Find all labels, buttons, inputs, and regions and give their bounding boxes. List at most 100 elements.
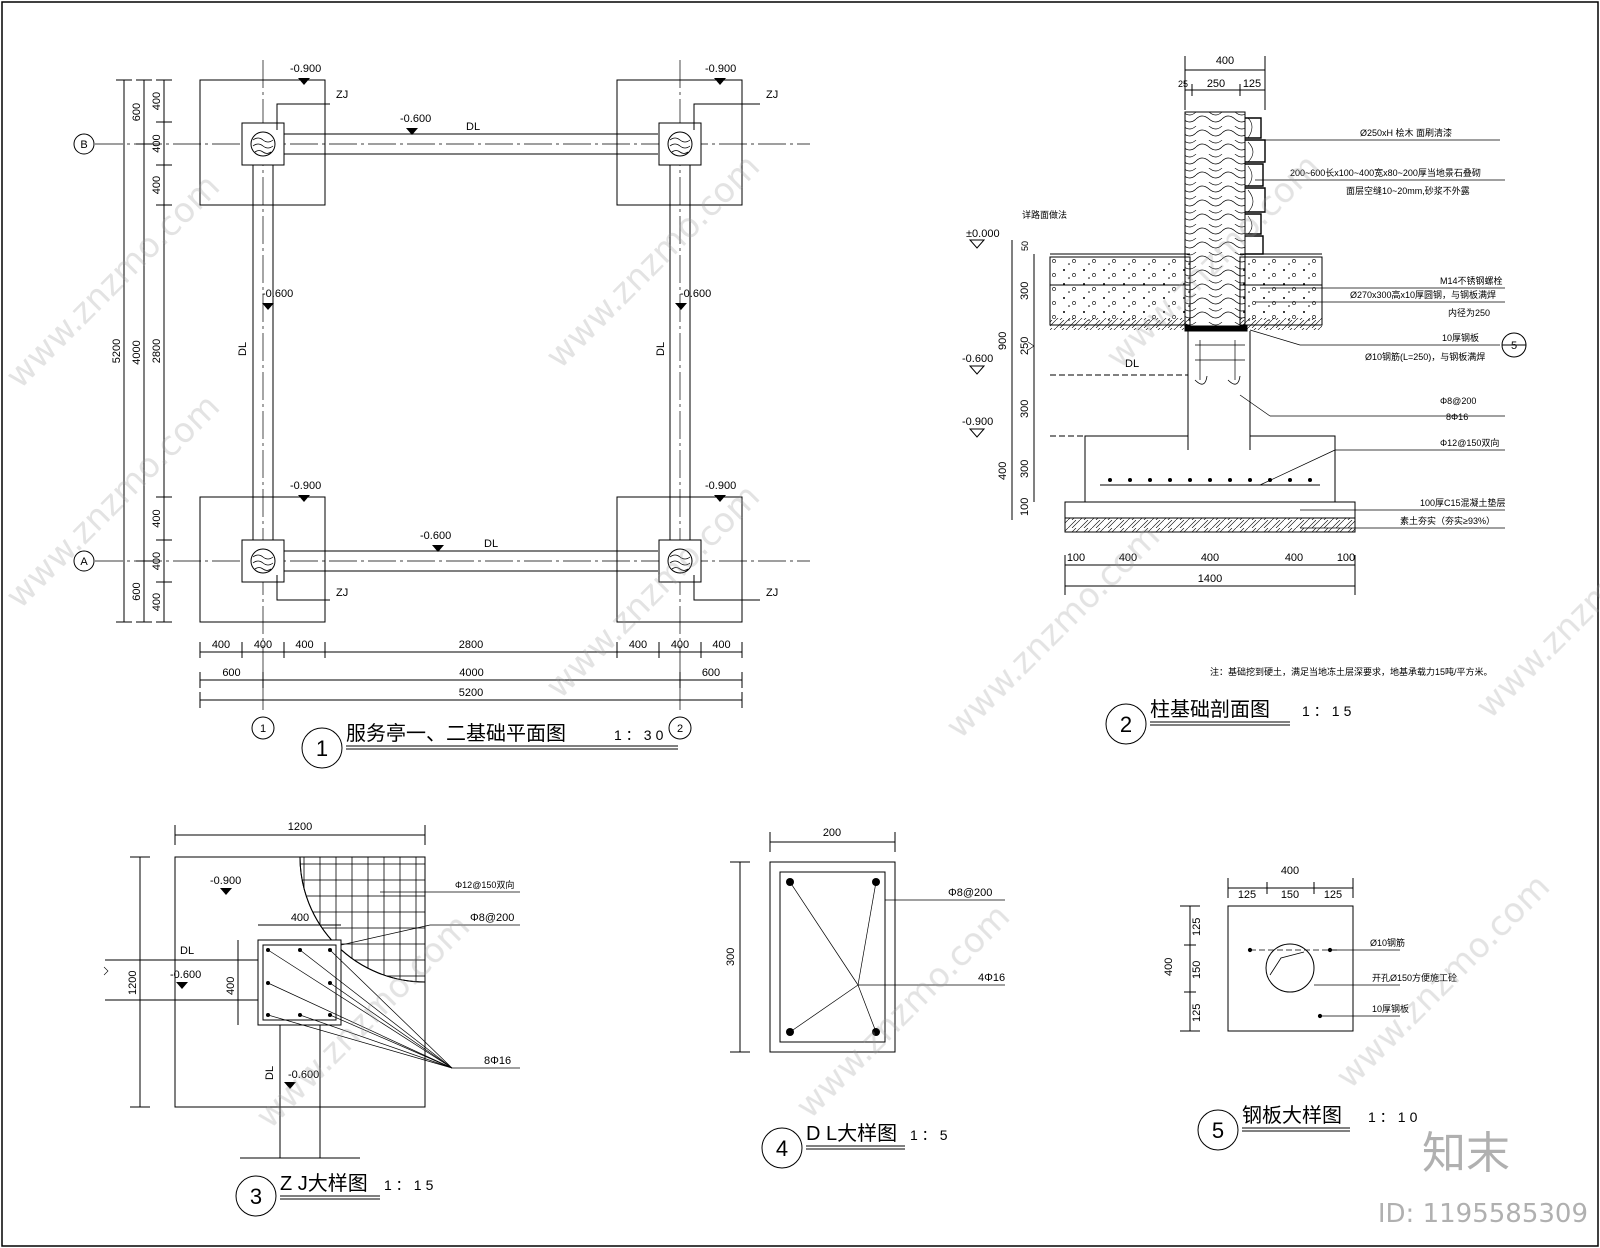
- dl-left-dim: 300: [725, 948, 737, 966]
- axis-b-label: B: [80, 139, 87, 151]
- footing-pad: [199, 79, 326, 206]
- dl-callout: 4Φ16: [978, 972, 1005, 984]
- axis-bubble-2: [668, 716, 692, 740]
- plan-dim-left: 4000: [131, 340, 143, 364]
- section-dl-label: DL: [1125, 358, 1139, 370]
- section-left-dim: 50: [1020, 241, 1030, 251]
- plan-dim-left: 400: [151, 92, 163, 110]
- elev-label: -0.900: [290, 63, 321, 75]
- axis-bubble-1: [251, 716, 275, 740]
- axis-2-label: 2: [677, 723, 683, 735]
- plan-bottom-ticks: [199, 642, 743, 708]
- section-bottom-dim: 400: [1119, 552, 1137, 564]
- plan-dim-bottom: 2800: [459, 639, 483, 651]
- section-note: 注：基础挖到硬土，满足当地冻土层深要求，地基承载力15吨/平方米。: [1210, 666, 1493, 677]
- plan-view: [95, 60, 810, 710]
- axis-a-label: A: [80, 556, 88, 568]
- section-callout: Φ8@200: [1440, 396, 1476, 406]
- pave-note: 详路面做法: [1022, 209, 1067, 220]
- dl-label: DL: [237, 342, 249, 356]
- plate-title: 钢板大样图: [1242, 1104, 1342, 1127]
- dl-label: DL: [655, 342, 667, 356]
- section-callout: M14不锈钢螺栓: [1440, 275, 1503, 286]
- drawing-number-1: [301, 727, 343, 769]
- section-elev: -0.600: [962, 353, 993, 365]
- plate-detail: [1180, 878, 1400, 1032]
- column-block: [241, 122, 285, 166]
- zj-title: Z J大样图: [280, 1172, 368, 1195]
- plate-scale: 1：10: [1368, 1109, 1421, 1125]
- plate-left-sub: 125: [1191, 918, 1203, 936]
- section-top-dim: 250: [1207, 78, 1225, 90]
- elev-label: -0.900: [705, 63, 736, 75]
- zj-dl: DL: [264, 1066, 276, 1080]
- watermark-site: www.znzmo.com: [0, 386, 228, 616]
- section-left-dim: 100: [1019, 498, 1031, 516]
- zj-elev: -0.900: [210, 875, 241, 887]
- dl-label: DL: [466, 121, 480, 133]
- dl-callout: Φ8@200: [948, 887, 992, 899]
- column-block: [241, 539, 285, 583]
- drawing-number-1-label: 1: [316, 736, 328, 761]
- plan-dim-left: 2800: [151, 339, 163, 363]
- zj-callout: Φ8@200: [470, 912, 514, 924]
- drawing-number-3-label: 3: [250, 1184, 262, 1209]
- watermark-site: www.znzmo.com: [1468, 496, 1600, 726]
- zj-dl: DL: [180, 945, 194, 957]
- dl-title: D L大样图: [806, 1122, 897, 1145]
- axis-1-label: 1: [260, 723, 266, 735]
- plate-top-dim: 400: [1281, 865, 1299, 877]
- elev-marker-icon: [968, 239, 986, 438]
- dl-scale: 1：5: [910, 1127, 952, 1143]
- section-callout: 100厚C15混凝土垫层: [1420, 497, 1506, 508]
- plan-dim-left: 400: [151, 176, 163, 194]
- plan-dim-bottom: 600: [222, 667, 240, 679]
- plan-title: 服务亭一、二基础平面图: [346, 722, 566, 745]
- axis-bubble-b: [73, 133, 95, 155]
- plan-dim-bottom: 5200: [459, 687, 483, 699]
- section-callout: Ø10钢筋(L=250)，与钢板满焊: [1365, 351, 1485, 362]
- elev-label: -0.600: [400, 113, 431, 125]
- drawing-number-4-label: 4: [776, 1136, 788, 1161]
- dl-detail: [730, 832, 1005, 1053]
- elev-label: -0.600: [420, 530, 451, 542]
- watermark-site: www.znzmo.com: [1328, 866, 1558, 1096]
- section-callout: 面层空缝10~20mm,砂浆不外露: [1346, 185, 1470, 196]
- plate-labels: 400 125 150 125 400 125 150 125 Ø10钢筋 开孔…: [1163, 865, 1457, 1151]
- zj-label: ZJ: [336, 587, 348, 599]
- section-elev: -0.900: [962, 416, 993, 428]
- dl-label: DL: [484, 538, 498, 550]
- section-callout: 内径为250: [1448, 307, 1490, 318]
- plan-dim-bottom: 4000: [459, 667, 483, 679]
- plan-dim-bottom: 400: [671, 639, 689, 651]
- plan-dim-left: 5200: [111, 339, 123, 363]
- section-labels: 400 25 250 125 ±0.000 -0.600 -0.900 详路面做…: [962, 55, 1517, 745]
- zj-elev: -0.600: [288, 1069, 319, 1081]
- zj-callout: Φ12@150双向: [455, 879, 514, 890]
- section-callout: Ø270x300高x10厚圆钢，与钢板满焊: [1350, 289, 1496, 300]
- section-elev: ±0.000: [966, 228, 1000, 240]
- section-bottom-dim: 400: [1285, 552, 1303, 564]
- dl-top-dim: 200: [823, 827, 841, 839]
- zj-callout: 8Φ16: [484, 1055, 511, 1067]
- watermark-site: www.znzmo.com: [538, 146, 768, 376]
- plan-dim-bottom: 400: [295, 639, 313, 651]
- watermark-site: www.znzmo.com: [538, 476, 768, 706]
- section-view: [1011, 56, 1527, 595]
- plate-left-sub: 125: [1191, 1004, 1203, 1022]
- section-top-dim: 25: [1178, 79, 1188, 89]
- section-left-dim: 300: [1019, 282, 1031, 300]
- section-scale: 1：15: [1302, 703, 1355, 719]
- drawing-number-2: [1105, 703, 1147, 745]
- plan-dim-bottom: 400: [712, 639, 730, 651]
- drawing-number-5-label: 5: [1212, 1118, 1224, 1143]
- section-left-dim: 400: [997, 462, 1009, 480]
- plate-callout: 开孔Ø150方便施工砼: [1372, 972, 1457, 983]
- section-title: 柱基础剖面图: [1150, 698, 1270, 721]
- plan-dim-left: 600: [131, 582, 143, 600]
- plan-dim-bottom: 600: [702, 667, 720, 679]
- brand-logo: 知末: [1422, 1128, 1510, 1179]
